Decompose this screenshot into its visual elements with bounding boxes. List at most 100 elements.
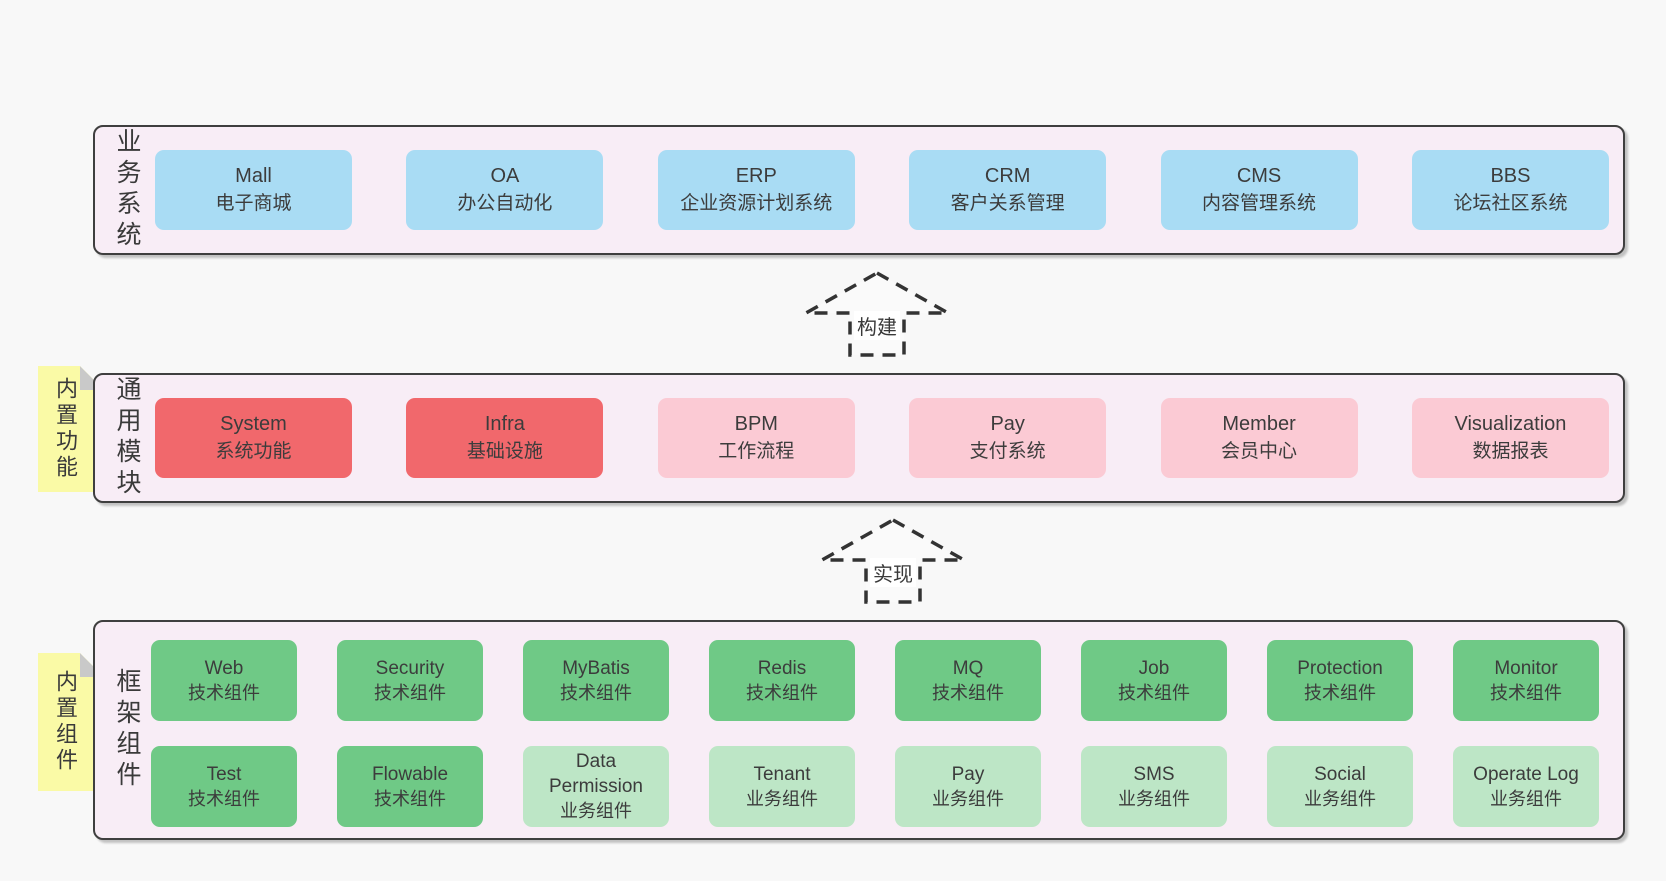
- box-subtitle: 业务组件: [746, 788, 818, 809]
- box-bbs: BBS 论坛社区系统: [1411, 150, 1609, 230]
- box-title: Flowable: [371, 763, 449, 785]
- box-subtitle: 内容管理系统: [1202, 193, 1317, 214]
- box-flowable: Flowable 技术组件: [337, 746, 483, 827]
- box-title: Monitor: [1494, 657, 1558, 679]
- sticky-label: 内置功能: [53, 377, 78, 481]
- box-protection: Protection 技术组件: [1267, 640, 1413, 721]
- box-web: Web 技术组件: [151, 640, 297, 721]
- box-subtitle: 技术组件: [560, 682, 632, 703]
- box-security: Security 技术组件: [337, 640, 483, 721]
- box-title: Member: [1222, 413, 1296, 435]
- box-subtitle: 支付系统: [969, 441, 1046, 462]
- box-title: Security: [375, 657, 445, 679]
- arrow-build: 构建: [802, 269, 952, 359]
- box-title: Pay: [990, 413, 1025, 435]
- sticky-label: 内置组件: [53, 670, 78, 774]
- box-visualization: Visualization 数据报表: [1411, 398, 1609, 478]
- box-title: Mall: [235, 165, 272, 187]
- arrow-implement: 实现: [818, 516, 968, 606]
- box-subtitle: 企业资源计划系统: [680, 193, 833, 214]
- box-job: Job 技术组件: [1081, 640, 1227, 721]
- box-subtitle: 技术组件: [188, 682, 260, 703]
- box-sms: SMS 业务组件: [1081, 746, 1227, 827]
- box-title: Social: [1314, 763, 1366, 785]
- box-subtitle: 数据报表: [1472, 441, 1549, 462]
- box-mq: MQ 技术组件: [895, 640, 1041, 721]
- box-monitor: Monitor 技术组件: [1453, 640, 1599, 721]
- box-cms: CMS 内容管理系统: [1160, 150, 1358, 230]
- box-title: BBS: [1490, 165, 1531, 187]
- box-test: Test 技术组件: [151, 746, 297, 827]
- box-subtitle: 电子商城: [215, 193, 292, 214]
- band-label-framework-components: 框架组件: [113, 668, 141, 792]
- band-common-modules: 通用模块 System 系统功能 Infra 基础设施 BPM 工作流程 Pay…: [93, 373, 1625, 503]
- box-title: Operate Log: [1473, 763, 1579, 785]
- box-subtitle: 客户关系管理: [950, 193, 1065, 214]
- box-subtitle: 业务组件: [1304, 788, 1376, 809]
- box-subtitle: 技术组件: [188, 788, 260, 809]
- box-subtitle: 工作流程: [718, 441, 795, 462]
- box-tenant: Tenant 业务组件: [709, 746, 855, 827]
- box-title: MyBatis: [562, 657, 630, 679]
- box-pay-business: Pay 业务组件: [895, 746, 1041, 827]
- box-subtitle: 技术组件: [746, 682, 818, 703]
- box-subtitle: 论坛社区系统: [1453, 193, 1568, 214]
- box-crm: CRM 客户关系管理: [909, 150, 1107, 230]
- box-title: Redis: [757, 657, 807, 679]
- box-subtitle: 业务组件: [932, 788, 1004, 809]
- arrow-implement-label: 实现: [870, 558, 916, 587]
- box-title: SMS: [1133, 763, 1175, 785]
- box-title: Infra: [484, 413, 525, 435]
- box-subtitle: 技术组件: [1118, 682, 1190, 703]
- box-title: Pay: [951, 763, 985, 785]
- modules-box-row: System 系统功能 Infra 基础设施 BPM 工作流程 Pay 支付系统…: [155, 398, 1609, 478]
- business-box-row: Mall 电子商城 OA 办公自动化 ERP 企业资源计划系统 CRM 客户关系…: [155, 150, 1609, 230]
- box-data-permission: Data Permission 业务组件: [523, 746, 669, 827]
- box-subtitle: 业务组件: [1118, 788, 1190, 809]
- band-label-common-modules: 通用模块: [113, 376, 141, 500]
- box-mybatis: MyBatis 技术组件: [523, 640, 669, 721]
- box-subtitle: 业务组件: [560, 801, 632, 821]
- box-title: ERP: [735, 165, 777, 187]
- box-subtitle: 会员中心: [1221, 441, 1298, 462]
- box-subtitle: 技术组件: [374, 788, 446, 809]
- box-title: MQ: [952, 657, 984, 679]
- components-row-top: Web 技术组件 Security 技术组件 MyBatis 技术组件 Redi…: [151, 640, 1599, 721]
- box-title: System: [220, 413, 287, 435]
- box-title: BPM: [734, 413, 778, 435]
- box-redis: Redis 技术组件: [709, 640, 855, 721]
- box-subtitle: 办公自动化: [457, 193, 553, 214]
- box-social: Social 业务组件: [1267, 746, 1413, 827]
- box-title: Protection: [1297, 657, 1383, 679]
- box-title: CRM: [984, 165, 1031, 187]
- box-pay: Pay 支付系统: [909, 398, 1107, 478]
- box-title: Web: [204, 657, 244, 679]
- arrow-build-label: 构建: [854, 311, 900, 340]
- band-business-systems: 业务系统 Mall 电子商城 OA 办公自动化 ERP 企业资源计划系统 CRM…: [93, 125, 1625, 255]
- box-subtitle: 基础设施: [466, 441, 543, 462]
- box-erp: ERP 企业资源计划系统: [657, 150, 855, 230]
- components-row-bottom: Test 技术组件 Flowable 技术组件 Data Permission …: [151, 746, 1599, 827]
- box-title: Job: [1138, 657, 1170, 679]
- box-bpm: BPM 工作流程: [657, 398, 855, 478]
- box-subtitle: 系统功能: [215, 441, 292, 462]
- box-title: Tenant: [753, 763, 811, 785]
- box-member: Member 会员中心: [1160, 398, 1358, 478]
- band-framework-components: 框架组件 Web 技术组件 Security 技术组件 MyBatis 技术组件…: [93, 620, 1625, 840]
- box-title: OA: [490, 165, 520, 187]
- box-title: Visualization: [1454, 413, 1567, 435]
- box-oa: OA 办公自动化: [406, 150, 604, 230]
- box-mall: Mall 电子商城: [155, 150, 352, 230]
- box-subtitle: 技术组件: [374, 682, 446, 703]
- band-label-business-systems: 业务系统: [113, 128, 141, 252]
- box-operate-log: Operate Log 业务组件: [1453, 746, 1599, 827]
- box-system: System 系统功能: [155, 398, 352, 478]
- box-subtitle: 业务组件: [1490, 788, 1562, 809]
- box-subtitle: 技术组件: [1304, 682, 1376, 703]
- box-title: Data Permission: [549, 751, 643, 797]
- box-subtitle: 技术组件: [932, 682, 1004, 703]
- box-title: Test: [206, 763, 242, 785]
- box-title: CMS: [1236, 165, 1282, 187]
- box-infra: Infra 基础设施: [406, 398, 604, 478]
